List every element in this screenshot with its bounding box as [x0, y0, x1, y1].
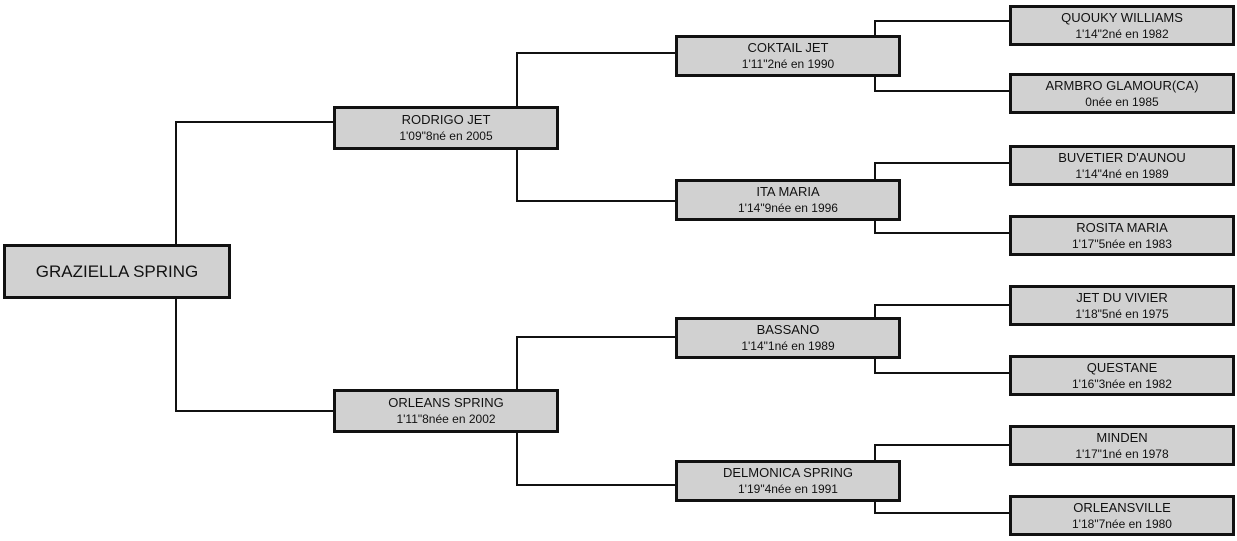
- horse-name: BUVETIER D'AUNOU: [1058, 149, 1186, 165]
- horse-name: BASSANO: [756, 322, 820, 337]
- horse-great-grandparent: ROSITA MARIA 1'17"5née en 1983: [1009, 215, 1235, 256]
- horse-info: 1'19"4née en 1991: [738, 482, 838, 496]
- horse-great-grandparent: ARMBRO GLAMOUR(CA) 0née en 1985: [1009, 73, 1235, 114]
- horse-name: MINDEN: [1096, 429, 1148, 445]
- horse-name: RODRIGO JET: [401, 112, 491, 127]
- horse-info: 1'14"4né en 1989: [1075, 166, 1169, 181]
- horse-name: ITA MARIA: [756, 184, 820, 199]
- horse-sire: RODRIGO JET 1'09"8né en 2005: [333, 106, 559, 150]
- horse-name: ROSITA MARIA: [1076, 219, 1168, 235]
- horse-great-grandparent: QUESTANE 1'16"3née en 1982: [1009, 355, 1235, 396]
- horse-grandparent: DELMONICA SPRING 1'19"4née en 1991: [675, 460, 901, 502]
- horse-name: ORLEANS SPRING: [388, 395, 504, 410]
- horse-great-grandparent: ORLEANSVILLE 1'18"7née en 1980: [1009, 495, 1235, 536]
- connector-rodrigo-jet: [516, 52, 675, 202]
- horse-name: QUOUKY WILLIAMS: [1061, 9, 1183, 25]
- horse-info: 1'17"5née en 1983: [1072, 236, 1172, 251]
- horse-info: 1'14"2né en 1982: [1075, 26, 1169, 41]
- connector-bassano: [874, 304, 1009, 374]
- horse-info: 1'14"1né en 1989: [741, 339, 835, 353]
- horse-info: 0née en 1985: [1085, 94, 1159, 109]
- horse-great-grandparent: MINDEN 1'17"1né en 1978: [1009, 425, 1235, 466]
- horse-info: 1'11"2né en 1990: [741, 57, 835, 71]
- connector-orleans-spring: [516, 336, 675, 486]
- horse-name: JET DU VIVIER: [1076, 289, 1168, 305]
- horse-info: 1'16"3née en 1982: [1072, 376, 1172, 391]
- horse-grandparent: COKTAIL JET 1'11"2né en 1990: [675, 35, 901, 77]
- horse-root: GRAZIELLA SPRING: [3, 244, 231, 299]
- horse-info: 1'11"8née en 2002: [396, 412, 496, 426]
- connector-root-parents: [175, 121, 333, 412]
- horse-great-grandparent: BUVETIER D'AUNOU 1'14"4né en 1989: [1009, 145, 1235, 186]
- horse-name: COKTAIL JET: [747, 40, 829, 55]
- horse-name: DELMONICA SPRING: [722, 465, 854, 480]
- horse-info: 1'09"8né en 2005: [399, 129, 493, 143]
- horse-name: QUESTANE: [1086, 359, 1158, 375]
- horse-info: 1'18"5né en 1975: [1075, 306, 1169, 321]
- horse-great-grandparent: QUOUKY WILLIAMS 1'14"2né en 1982: [1009, 5, 1235, 46]
- connector-delmonica-spring: [874, 444, 1009, 514]
- horse-info: 1'18"7née en 1980: [1072, 516, 1172, 531]
- connector-coktail-jet: [874, 20, 1009, 92]
- horse-grandparent: BASSANO 1'14"1né en 1989: [675, 317, 901, 359]
- horse-great-grandparent: JET DU VIVIER 1'18"5né en 1975: [1009, 285, 1235, 326]
- connector-ita-maria: [874, 162, 1009, 234]
- horse-grandparent: ITA MARIA 1'14"9née en 1996: [675, 179, 901, 221]
- horse-name: ARMBRO GLAMOUR(CA): [1045, 77, 1199, 93]
- horse-info: 1'17"1né en 1978: [1075, 446, 1169, 461]
- horse-name: GRAZIELLA SPRING: [35, 261, 199, 281]
- horse-info: 1'14"9née en 1996: [738, 201, 838, 215]
- horse-dam: ORLEANS SPRING 1'11"8née en 2002: [333, 389, 559, 433]
- horse-name: ORLEANSVILLE: [1073, 499, 1171, 515]
